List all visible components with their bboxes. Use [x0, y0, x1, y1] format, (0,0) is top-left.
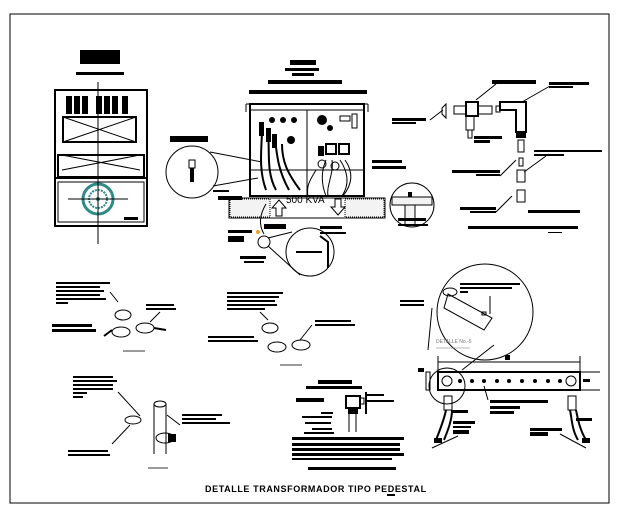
scale-bar	[123, 350, 145, 352]
concrete-pad	[228, 197, 386, 219]
ground-rod-clamp-detail	[68, 376, 230, 469]
nameplate-bar	[124, 217, 138, 220]
split-bolt-detail-2	[208, 292, 355, 366]
open-cabinet-view: 500 KVA	[165, 60, 435, 277]
bus-holes	[458, 379, 562, 383]
ground-bus-bar	[437, 371, 581, 391]
front-view-outline	[54, 89, 148, 227]
front-view	[54, 50, 148, 244]
rating-label: 500 KVA	[286, 195, 325, 206]
arrow-down-icon	[329, 198, 347, 216]
elbow-connector-detail	[392, 80, 602, 233]
front-view-title-bar	[80, 50, 120, 64]
ground-bus-detail: DETALLE No.-5	[400, 263, 600, 449]
drawing-title: DETALLE TRANSFORMADOR TIPO PEDESTAL	[205, 484, 427, 494]
cooling-fins	[66, 96, 128, 114]
fuse-holder-detail	[292, 380, 404, 470]
arrow-up-icon	[270, 199, 288, 217]
ground-marker	[256, 230, 260, 234]
ground-detail-circle	[285, 227, 335, 277]
detail-ref-label: DETALLE No.-5	[436, 339, 472, 345]
cabinet-title-bar	[268, 80, 342, 84]
front-view-subtitle-bar	[76, 72, 124, 75]
sheet-frame	[9, 13, 610, 504]
lug-detail-circle	[436, 263, 534, 361]
middle-panel	[57, 154, 145, 178]
upper-panel	[62, 116, 137, 143]
split-bolt-detail-1	[52, 282, 176, 352]
lug-detail-circle	[165, 145, 219, 199]
